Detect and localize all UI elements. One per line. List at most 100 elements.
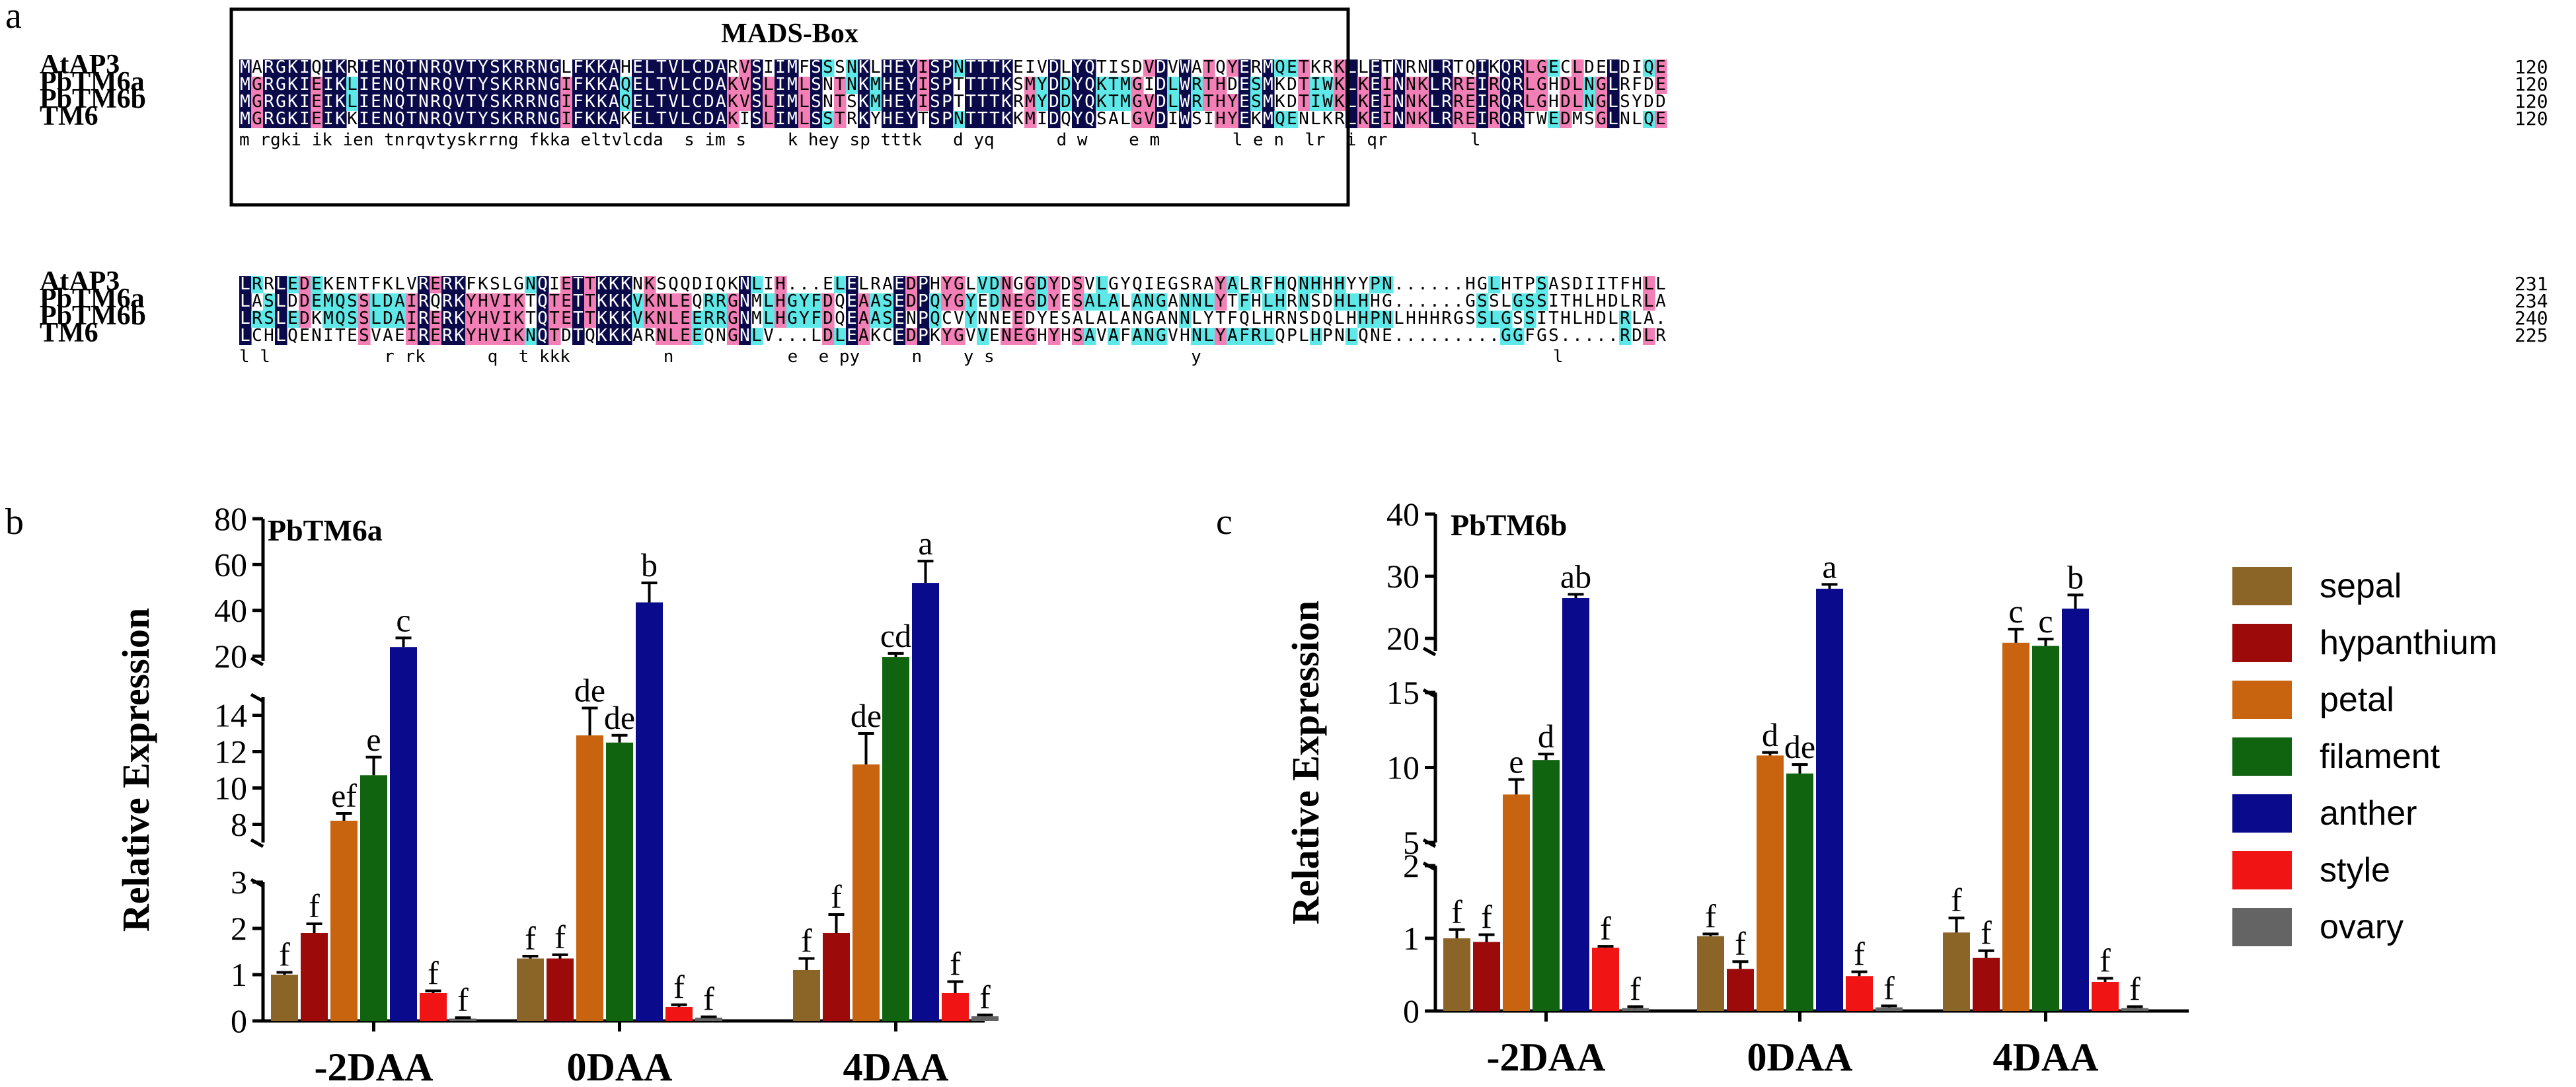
residue-cell (1405, 94, 1418, 111)
residue-cell (1548, 111, 1560, 128)
residue-cell (691, 59, 704, 77)
residue-cell (287, 94, 299, 111)
residue-cell (1536, 94, 1548, 111)
residue: Q (1501, 57, 1511, 77)
residue: D (561, 326, 572, 346)
residue: N (1168, 309, 1178, 328)
residue: L (1632, 309, 1642, 328)
residue-cell (739, 59, 751, 77)
residue: P (918, 291, 928, 311)
residue: K (1001, 57, 1012, 77)
residue-cell (763, 111, 775, 128)
residue-cell (596, 77, 609, 94)
residue-cell (644, 94, 656, 111)
residue-cell (632, 59, 644, 77)
residue-cell (667, 59, 680, 77)
residue-cell (739, 94, 751, 111)
bar-sepal (517, 958, 544, 1021)
residue-cell (394, 77, 406, 94)
residue: T (1203, 57, 1214, 77)
residue: E (1465, 109, 1476, 129)
residue-cell (1643, 59, 1655, 77)
residue: Y (1073, 92, 1083, 112)
residue-cell (1048, 328, 1061, 345)
residue: T (1560, 291, 1571, 311)
residue: I (763, 274, 774, 294)
residue: L (1251, 309, 1262, 328)
residue: H (1037, 326, 1047, 346)
residue: E (1013, 291, 1024, 311)
residue-cell (989, 293, 1001, 311)
residue-cell (691, 311, 704, 328)
residue-cell (406, 59, 418, 77)
residue: L (1584, 291, 1595, 311)
residue: G (1025, 326, 1036, 346)
residue: E (311, 92, 322, 112)
residue: R (1513, 92, 1523, 112)
residue-cell (905, 293, 918, 311)
residue-cell (430, 111, 442, 128)
residue: E (1370, 57, 1381, 77)
residue: I (299, 57, 310, 77)
residue: A (716, 109, 726, 129)
residue-cell (596, 293, 609, 311)
residue-cell (441, 77, 454, 94)
residue-cell (775, 59, 787, 77)
residue-cell (965, 59, 977, 77)
residue: . (1441, 274, 1452, 294)
legend-label: ovary (2320, 908, 2404, 946)
residue: K (1489, 57, 1499, 77)
significance-letter: f (1981, 915, 1992, 952)
residue: M (751, 291, 762, 311)
residue-cell (596, 276, 609, 293)
residue: H (1334, 274, 1345, 294)
residue: E (371, 57, 381, 77)
significance-letter: f (428, 955, 439, 992)
residue: L (1168, 92, 1178, 112)
residue: R (1275, 309, 1285, 328)
residue-cell (1108, 328, 1120, 345)
residue: S (1536, 274, 1547, 294)
residue: E (680, 309, 691, 328)
residue: I (1477, 92, 1488, 112)
residue: Y (906, 57, 917, 77)
residue: R (1287, 291, 1297, 311)
residue: S (930, 75, 940, 94)
residue: G (549, 57, 560, 77)
residue: S (823, 57, 833, 77)
residue-cell (1250, 276, 1263, 293)
residue: P (918, 326, 928, 346)
residue: K (621, 326, 631, 346)
residue: W (1536, 109, 1547, 129)
residue: L (763, 291, 774, 311)
residue: R (1406, 57, 1416, 77)
residue: . (1608, 326, 1618, 346)
significance-letter: f (1481, 899, 1492, 936)
residue-cell (1298, 293, 1310, 311)
residue: R (1322, 57, 1333, 77)
residue: D (1608, 291, 1618, 311)
residue: K (1251, 109, 1262, 129)
significance-letter: f (309, 887, 320, 924)
residue: N (537, 109, 548, 129)
residue-cell (441, 328, 454, 345)
residue-cell (572, 94, 585, 111)
sequence-length: 120 (2515, 108, 2548, 130)
residue: D (1287, 92, 1297, 112)
residue: L (1572, 57, 1583, 77)
residue: Q (716, 274, 726, 294)
residue-cell (596, 311, 609, 328)
residue: S (359, 326, 369, 346)
residue-cell (763, 94, 775, 111)
residue-cell (798, 293, 811, 311)
residue: I (502, 291, 512, 311)
residue: L (240, 309, 250, 328)
residue: I (1382, 109, 1392, 129)
residue-cell (667, 311, 680, 328)
residue: R (1489, 92, 1499, 112)
residue-cell (620, 293, 632, 311)
residue: Q (1215, 57, 1226, 77)
residue-cell (441, 111, 454, 128)
residue: Q (1358, 326, 1369, 346)
residue-cell (1072, 94, 1084, 111)
